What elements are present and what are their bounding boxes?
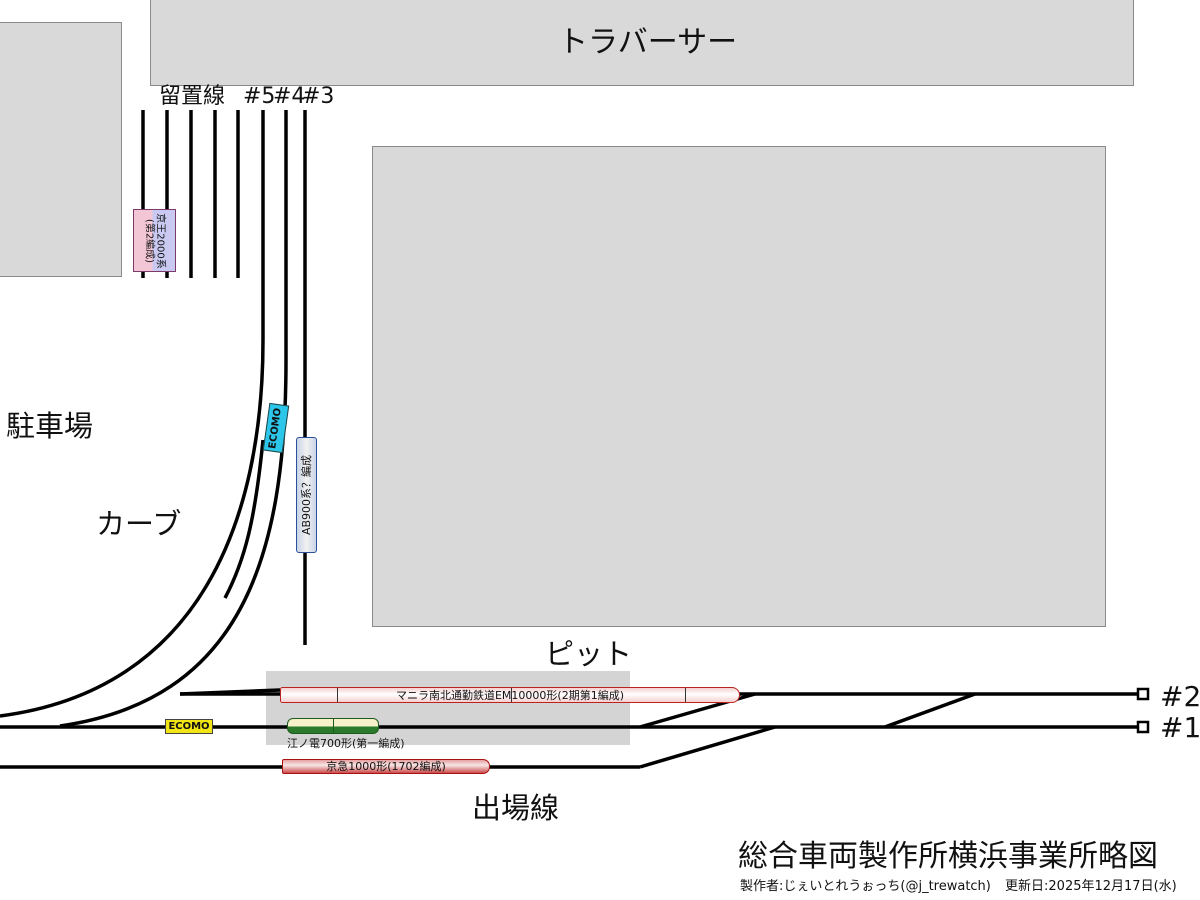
ecomo-yellow-locomotive: ECOMO <box>165 719 213 734</box>
train-enoden-700 <box>287 718 379 734</box>
track-3-label: #3 <box>302 84 335 109</box>
main-building <box>372 146 1106 627</box>
train-ab900: AB900系？編成 <box>296 437 317 553</box>
sidings-label: 留置線 <box>159 84 226 109</box>
track-5-label: #5 <box>243 84 276 109</box>
track-5-curve <box>0 110 265 718</box>
curve-join <box>179 688 281 696</box>
parking-label: 駐車場 <box>6 409 94 443</box>
enoden-train-label: 江ノ電700形(第一編成) <box>287 737 405 750</box>
train-keikyu-1000: 京急1000形(1702編成) <box>282 759 490 774</box>
ecomo-label: ECOMO <box>168 720 210 732</box>
train-label: 京急1000形(1702編成) <box>326 760 446 773</box>
map-title: 総合車両製作所横浜事業所略図 <box>738 839 1158 874</box>
author-credit: 製作者:じぇいとれうぉっち(@j_trewatch) <box>740 879 991 894</box>
track-1-end-marker <box>1136 720 1150 734</box>
car-divider <box>333 719 334 733</box>
train-label: AB900系？編成 <box>300 454 314 536</box>
car-divider <box>685 688 686 702</box>
train-label: マニラ南北通勤鉄道EM10000形(2期第1編成) <box>395 688 624 702</box>
car-divider <box>511 688 512 702</box>
ecomo-label: ECOMO <box>267 406 285 450</box>
train-label: 京王2000系 (第2編成) <box>143 212 166 269</box>
updated-date: 更新日:2025年12月17日(水) <box>1005 879 1177 894</box>
left-building <box>0 22 122 277</box>
track-4-branch <box>223 439 265 599</box>
train-keio-2000: 京王2000系 (第2編成) <box>133 209 176 272</box>
car-divider <box>337 688 338 702</box>
crossover-3 <box>884 692 976 729</box>
credits: 製作者:じぇいとれうぉっち(@j_trewatch) 更新日:2025年12月1… <box>740 880 1187 893</box>
curve-label: カーブ <box>96 507 182 541</box>
track-1-label: #1 <box>1160 711 1200 744</box>
track-2-end-marker <box>1136 687 1150 701</box>
traverser-label: トラバーサー <box>558 25 738 60</box>
track-2-label: #2 <box>1160 680 1200 713</box>
train-manila-em10000: マニラ南北通勤鉄道EM10000形(2期第1編成) <box>280 687 740 703</box>
track-4-label: #4 <box>273 84 306 109</box>
traverser-area <box>150 0 1134 86</box>
pit-label: ピット <box>545 637 633 671</box>
crossover-1 <box>639 725 776 769</box>
exit-line-label: 出場線 <box>472 791 560 825</box>
